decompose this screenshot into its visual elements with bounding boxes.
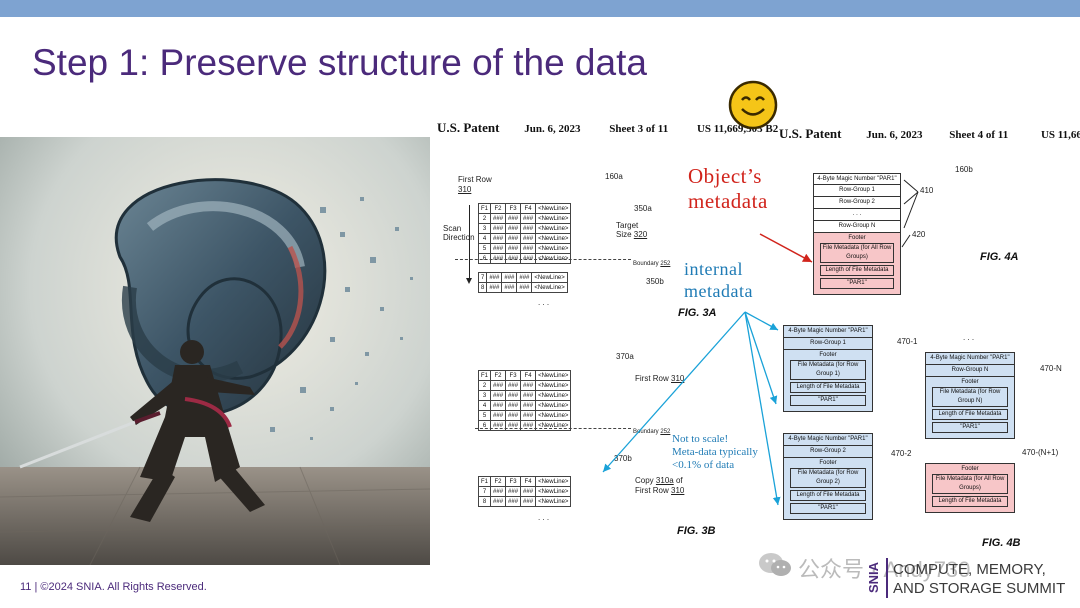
ref-470-n: 470-N (1040, 364, 1062, 373)
boundary-label: Boundary 252 (633, 261, 671, 267)
summit-name: COMPUTE, MEMORY, AND STORAGE SUMMIT (893, 561, 1066, 597)
scan-arrow-line (469, 205, 470, 280)
copy-row-label-2: First Row 310 (635, 486, 685, 495)
direction-label: Direction (443, 233, 475, 242)
scan-arrow-head (466, 278, 472, 284)
size-label: Size 320 (616, 230, 648, 239)
top-accent-bar (0, 0, 1080, 17)
ref-350a: 350a (634, 204, 652, 213)
ref-370b: 370b (614, 454, 632, 463)
ref-470-1: 470-1 (897, 337, 918, 346)
fig-3b-label: FIG. 3B (677, 525, 716, 537)
fig4b-box-n: 4-Byte Magic Number "PAR1" Row-Group N F… (925, 352, 1015, 439)
ellipsis: . . . (538, 513, 550, 522)
first-row-3b: First Row 310 (635, 374, 685, 383)
snia-logo: SNIA (866, 561, 882, 594)
patent-sheet: Sheet 4 of 11 (949, 129, 1009, 141)
fig4b-box-2: 4-Byte Magic Number "PAR1" Row-Group 2 F… (783, 433, 873, 520)
first-row-ref: 310 (458, 185, 472, 194)
slide-footer: 11 | ©2024 SNIA. All Rights Reserved. (20, 581, 207, 593)
patent-sheet: Sheet 3 of 11 (609, 123, 669, 135)
slide-title: Step 1: Preserve structure of the data (32, 42, 647, 83)
scan-label: Scan (443, 224, 462, 233)
smiley-emoji-icon (728, 80, 778, 135)
ref-160b: 160b (955, 165, 973, 174)
scale-note: Not to scale! Meta-data typically <0.1% … (672, 433, 758, 471)
fig4b-box-n1: Footer File Metadata (for All Row Groups… (925, 463, 1015, 513)
boundary-line (455, 259, 631, 260)
fig-3a-label: FIG. 3A (678, 307, 717, 319)
ref-420: 420 (912, 230, 926, 239)
wechat-icon (758, 552, 792, 583)
patent-label: U.S. Patent (779, 126, 842, 141)
patent-label: U.S. Patent (437, 120, 500, 135)
logo-divider (886, 558, 888, 598)
fig4a-stack: 4-Byte Magic Number "PAR1" Row-Group 1 R… (813, 173, 901, 295)
object-metadata-annotation: Object’s metadata (688, 164, 768, 213)
ref-160a: 160a (605, 172, 623, 181)
ellipsis: . . . (963, 333, 975, 342)
target-label: Target (616, 221, 639, 230)
ref-410: 410 (920, 186, 934, 195)
watermark-text: 公众号 · Andy730 (798, 557, 971, 582)
ref-470-2: 470-2 (891, 449, 912, 458)
patent-header-right: U.S. Patent Jun. 6, 2023 Sheet 4 of 11 U… (779, 126, 1080, 142)
first-row-label: First Row (458, 175, 492, 184)
patent-date: Jun. 6, 2023 (524, 123, 581, 135)
fig4a-footer: Footer File Metadata (for All Row Groups… (813, 233, 901, 295)
boundary-3b-label: Boundary 252 (633, 429, 671, 435)
ellipsis: . . . (538, 298, 550, 307)
fig-4a-label: FIG. 4A (980, 251, 1019, 263)
patent-header-left: U.S. Patent Jun. 6, 2023 Sheet 3 of 11 U… (437, 120, 778, 136)
samurai-illustration (0, 137, 430, 565)
patent-number: US 11,669,505 B2 (1040, 129, 1080, 141)
ref-350b: 350b (646, 277, 664, 286)
boundary-3b-line (475, 428, 631, 429)
internal-metadata-annotation: internal metadata (684, 259, 753, 301)
fig3a-table-bottom: 7#########<NewLine> 8#########<NewLine> (477, 272, 568, 293)
patent-date: Jun. 6, 2023 (866, 129, 923, 141)
fig-4b-label: FIG. 4B (982, 537, 1021, 549)
ref-370a: 370a (616, 352, 634, 361)
copy-row-label: Copy 310a of (635, 476, 683, 485)
fig4b-box-1: 4-Byte Magic Number "PAR1" Row-Group 1 F… (783, 325, 873, 412)
ref-470-n1: 470-(N+1) (1022, 448, 1059, 457)
